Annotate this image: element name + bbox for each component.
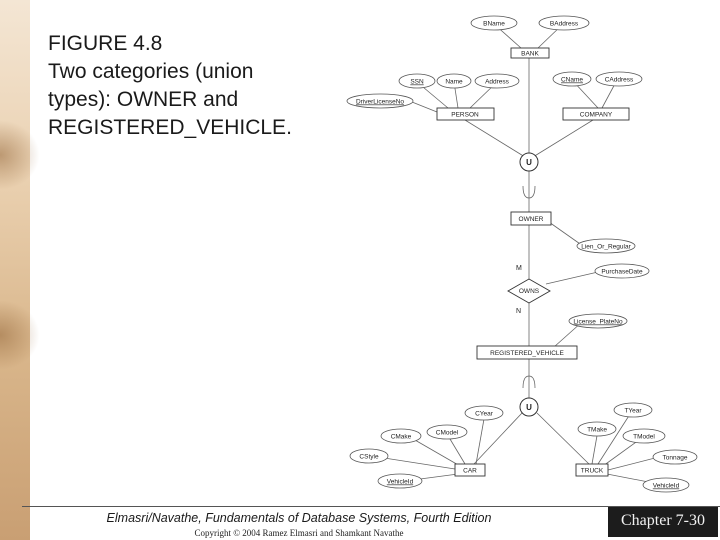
sand-dune-decoration — [0, 120, 40, 190]
attribute-baddress: BAddress — [538, 15, 590, 31]
attribute-cname: CName — [552, 71, 592, 87]
entity-label: OWNER — [519, 216, 544, 223]
decorative-sidebar — [0, 0, 30, 540]
entity-company: COMPANY — [562, 107, 630, 121]
attribute-tmodel: TModel — [622, 428, 666, 444]
svg-text:Name: Name — [445, 79, 463, 86]
svg-text:BName: BName — [483, 21, 505, 28]
figure-title-line: REGISTERED_VEHICLE. — [48, 116, 292, 139]
attribute-lien-or-regular: Lien_Or_Regular — [576, 238, 636, 254]
svg-text:TYear: TYear — [624, 408, 642, 415]
entity-registered-vehicle: REGISTERED_VEHICLE — [476, 345, 578, 360]
relationship-label: OWNS — [519, 288, 540, 295]
svg-text:CModel: CModel — [436, 430, 459, 437]
entity-car: CAR — [454, 463, 486, 477]
attribute-address: Address — [474, 73, 520, 89]
sand-dune-decoration — [0, 300, 40, 370]
entity-label: REGISTERED_VEHICLE — [490, 350, 564, 357]
attribute-purchase-date: PurchaseDate — [594, 263, 650, 279]
entity-label: BANK — [521, 51, 539, 58]
svg-text:License_PlateNo: License_PlateNo — [573, 319, 623, 326]
chapter-page-label: Chapter 7-30 — [608, 507, 718, 537]
attribute-vehicle-id-truck: VehicleId — [642, 477, 690, 493]
svg-text:PurchaseDate: PurchaseDate — [601, 269, 643, 276]
attribute-tonnage: Tonnage — [652, 449, 698, 465]
entity-person: PERSON — [436, 107, 495, 121]
attribute-cmodel: CModel — [426, 424, 468, 440]
attribute-bname: BName — [470, 15, 518, 31]
svg-text:VehicleId: VehicleId — [653, 483, 680, 490]
svg-text:Address: Address — [485, 79, 510, 86]
entity-label: COMPANY — [580, 112, 613, 119]
attribute-name: Name — [436, 73, 472, 89]
attribute-tyear: TYear — [613, 402, 653, 418]
svg-text:CName: CName — [561, 77, 583, 84]
svg-text:SSN: SSN — [410, 79, 424, 86]
attribute-caddress: CAddress — [595, 71, 643, 87]
entity-label: PERSON — [451, 112, 479, 119]
svg-text:CAddress: CAddress — [605, 77, 634, 84]
attribute-cmake: CMake — [380, 428, 422, 444]
svg-text:DriverLicenseNo: DriverLicenseNo — [356, 99, 404, 106]
svg-text:CStyle: CStyle — [359, 454, 379, 461]
figure-title-line: FIGURE 4.8 — [48, 32, 163, 55]
entity-label: CAR — [463, 468, 477, 475]
svg-text:VehicleId: VehicleId — [387, 479, 414, 486]
attribute-cyear: CYear — [464, 405, 504, 421]
attribute-tmake: TMake — [577, 421, 617, 437]
svg-text:Lien_Or_Regular: Lien_Or_Regular — [581, 244, 631, 251]
cardinality-n: N — [516, 308, 521, 315]
attribute-vehicle-id-car: VehicleId — [377, 473, 423, 489]
figure-title-line: types): OWNER and — [48, 88, 239, 111]
attribute-ssn: SSN — [398, 73, 436, 89]
attribute-driver-license-no: DriverLicenseNo — [346, 93, 414, 109]
svg-text:TModel: TModel — [633, 434, 655, 441]
union-symbol: U — [526, 158, 532, 167]
svg-text:BAddress: BAddress — [550, 21, 579, 28]
attribute-license-plate-no: License_PlateNo — [568, 313, 628, 329]
union-symbol: U — [526, 403, 532, 412]
svg-text:TMake: TMake — [587, 427, 607, 434]
svg-text:Tonnage: Tonnage — [663, 455, 688, 462]
svg-text:CMake: CMake — [391, 434, 412, 441]
figure-title: FIGURE 4.8 Two categories (union types):… — [48, 30, 348, 142]
relationship-owns: OWNS — [507, 278, 551, 304]
footer-citation: Elmasri/Navathe, Fundamentals of Databas… — [106, 511, 492, 525]
entity-truck: TRUCK — [575, 463, 609, 477]
figure-title-line: Two categories (union — [48, 60, 254, 83]
union-circle-owner: U — [519, 152, 539, 172]
attribute-cstyle: CStyle — [349, 448, 389, 464]
copyright-notice: Copyright © 2004 Ramez Elmasri and Shamk… — [194, 528, 404, 538]
entity-owner: OWNER — [510, 211, 552, 226]
cardinality-m: M — [516, 265, 522, 272]
union-circle-vehicle: U — [519, 397, 539, 417]
entity-bank: BANK — [510, 47, 550, 59]
svg-text:CYear: CYear — [475, 411, 494, 418]
entity-label: TRUCK — [581, 468, 604, 475]
footer-divider — [22, 506, 720, 507]
